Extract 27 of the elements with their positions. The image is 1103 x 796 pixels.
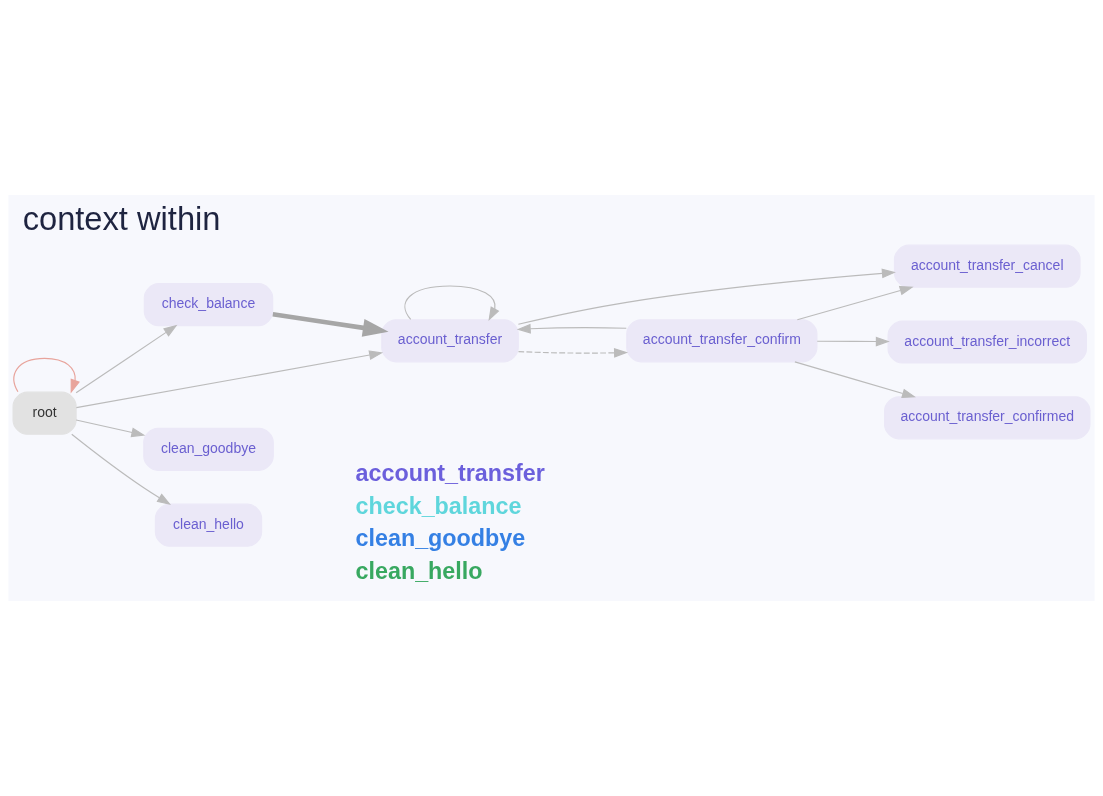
- arrow: [13, 357, 80, 394]
- node-box: clean_hello: [154, 503, 263, 547]
- arrow: [517, 268, 896, 325]
- legend-label: check_balance: [355, 492, 522, 519]
- legend-label: clean_hello: [355, 557, 483, 584]
- legend-label: clean_goodbye: [355, 525, 526, 552]
- node-box: check_balance: [143, 283, 274, 327]
- node-box: clean_goodbye: [143, 427, 274, 471]
- arrow: [516, 323, 627, 334]
- node-box: account_transfer_confirmed: [884, 396, 1091, 440]
- arrow: [272, 311, 389, 337]
- arrow: [75, 350, 384, 409]
- arrow: [517, 347, 629, 358]
- arrow: [796, 285, 914, 321]
- arrow: [75, 419, 146, 438]
- arrow: [71, 433, 172, 505]
- node-box: account_transfer_confirm: [626, 319, 818, 363]
- arrow: [404, 285, 500, 321]
- diagram-title: context within: [22, 200, 221, 238]
- node-box: account_transfer_incorrect: [887, 320, 1087, 364]
- arrow: [816, 336, 890, 347]
- node-box: account_transfer: [381, 319, 519, 363]
- node-box: root: [12, 391, 77, 435]
- node-box: account_transfer_cancel: [893, 244, 1081, 288]
- arrow: [794, 361, 916, 399]
- legend-label: account_transfer: [355, 459, 545, 486]
- arrow: [75, 324, 178, 394]
